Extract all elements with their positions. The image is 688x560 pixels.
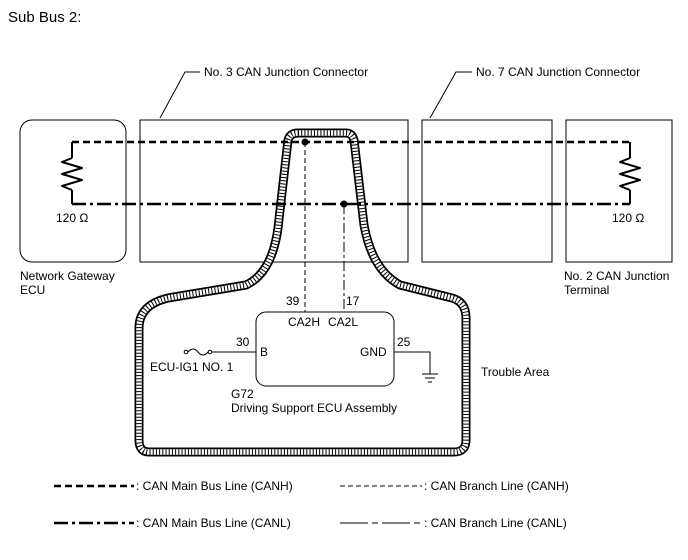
jc7-label: No. 7 CAN Junction Connector [476, 65, 640, 79]
legend-branch-canl: : CAN Branch Line (CANL) [424, 516, 567, 530]
gateway-resistor-value: 120 Ω [56, 211, 88, 225]
jc3-label: No. 3 CAN Junction Connector [204, 65, 368, 79]
pin-gnd-number: 25 [397, 335, 411, 349]
legend: : CAN Main Bus Line (CANH) : CAN Branch … [54, 479, 569, 530]
junction-terminal-box [565, 119, 673, 263]
gateway-name-1: Network Gateway [20, 269, 115, 283]
legend-branch-canh: : CAN Branch Line (CANH) [424, 479, 569, 493]
terminal-termination-resistor [619, 142, 641, 204]
legend-main-canh: : CAN Main Bus Line (CANH) [136, 479, 293, 493]
driving-support-ecu-box [255, 311, 395, 387]
jc7-callout: No. 7 CAN Junction Connector [429, 65, 640, 119]
jc3-box [139, 119, 409, 263]
gateway-name-2: ECU [20, 283, 45, 297]
trouble-area-label: Trouble Area [481, 365, 550, 379]
gateway-termination-resistor [61, 142, 83, 204]
fuse-icon [183, 348, 256, 356]
pin-canh-name: CA2H [288, 315, 320, 329]
pin-canl-name: CA2L [328, 315, 358, 329]
ecu-name: Driving Support ECU Assembly [231, 401, 397, 415]
pin-b-number: 30 [236, 335, 250, 349]
gateway-ecu-box [19, 119, 127, 263]
pin-b-name: B [260, 345, 268, 359]
trouble-area-outline [134, 128, 471, 457]
pin-canl-number: 17 [346, 294, 360, 308]
legend-main-canl: : CAN Main Bus Line (CANL) [136, 516, 291, 530]
pin-gnd-name: GND [360, 345, 387, 359]
jc3-callout: No. 3 CAN Junction Connector [159, 65, 368, 119]
ground-icon [394, 351, 438, 383]
fuse-label: ECU-IG1 NO. 1 [150, 360, 234, 374]
diagram-title: Sub Bus 2: [8, 9, 81, 26]
terminal-resistor-value: 120 Ω [612, 211, 644, 225]
pin-canh-number: 39 [286, 294, 300, 308]
terminal-name-1: No. 2 CAN Junction [564, 269, 669, 283]
terminal-name-2: Terminal [564, 283, 609, 297]
ecu-code: G72 [231, 387, 254, 401]
jc7-box [421, 119, 553, 263]
